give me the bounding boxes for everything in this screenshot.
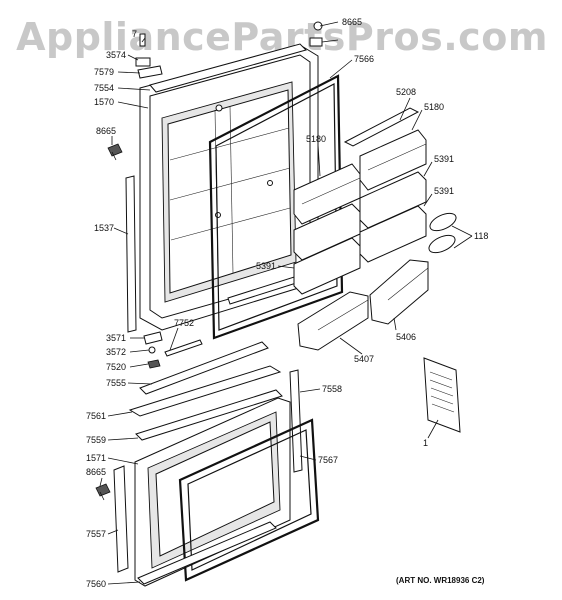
lower-door-gasket <box>178 418 320 582</box>
top-trim-7561 <box>128 365 282 417</box>
screw-8665-icon <box>95 483 111 497</box>
callout-label: 7752 <box>174 318 194 328</box>
callout-label: 1 <box>423 438 428 448</box>
callout-label: 8665 <box>86 467 106 477</box>
hinge-pin-7520-icon <box>147 359 161 369</box>
callout-label: 7566 <box>354 54 374 64</box>
hinge-plate-7752-icon <box>164 339 203 357</box>
callout-label: 5406 <box>396 332 416 342</box>
callout-label: 7558 <box>322 384 342 394</box>
callout-label: 5180 <box>424 102 444 112</box>
callout-label: 7554 <box>94 83 114 93</box>
screw-icon <box>139 33 146 47</box>
callout-label: 3571 <box>106 333 126 343</box>
screw-8665-icon <box>107 143 123 157</box>
trim-7559 <box>135 389 283 441</box>
callout-label: 1570 <box>94 97 114 107</box>
side-strip-7558 <box>289 369 303 473</box>
callout-label: 5208 <box>396 87 416 97</box>
shelf-rail-5208 <box>343 107 420 147</box>
screw-icon <box>313 21 323 31</box>
bushing-7579-icon <box>137 65 163 79</box>
callout-label: 7557 <box>86 529 106 539</box>
callout-label: 7561 <box>86 411 106 421</box>
callout-label: 7579 <box>94 67 114 77</box>
upper-door-top-cap <box>149 43 307 93</box>
lower-door-assembly <box>95 365 320 587</box>
callout-label: 8665 <box>342 17 362 27</box>
callout-label: 1537 <box>94 223 114 233</box>
upper-door-assembly <box>125 43 344 340</box>
lower-door-liner-face <box>155 421 275 557</box>
door-bin-5391-c <box>293 203 361 261</box>
liner-screw-icon <box>267 180 273 186</box>
top-hinge-hardware <box>107 21 323 161</box>
door-bins <box>293 107 457 351</box>
callout-label: 7567 <box>318 455 338 465</box>
upper-door-liner-face <box>167 89 292 294</box>
upper-door-gasket <box>208 74 344 340</box>
egg-tray-118-a <box>429 212 457 232</box>
callout-label: 3574 <box>106 50 126 60</box>
washer-3572-icon <box>148 346 156 354</box>
liner-screw-icon <box>215 212 221 218</box>
hinge-bracket-icon <box>309 37 323 47</box>
liner-screw-icon <box>215 104 223 112</box>
hinge-3571-icon <box>143 331 163 345</box>
callout-label: 8665 <box>96 126 116 136</box>
bottom-trim-7560 <box>137 521 277 585</box>
manual-booklet-icon <box>423 357 461 433</box>
callout-label: 7560 <box>86 579 106 589</box>
callout-label: 7555 <box>106 378 126 388</box>
callout-label: 7 <box>132 29 137 39</box>
hinge-pin-3574-icon <box>135 57 151 67</box>
callout-label: 7559 <box>86 435 106 445</box>
middle-hinge-hardware <box>139 331 269 395</box>
leader-lines <box>99 21 473 585</box>
owners-manual <box>423 357 461 433</box>
callout-label: 1571 <box>86 453 106 463</box>
callout-label: 7520 <box>106 362 126 372</box>
trim-strip-7555 <box>139 341 269 395</box>
door-bin-5391-d <box>293 237 361 295</box>
callout-labels: 7 8665 3574 7579 7554 1570 8665 1537 756… <box>86 17 488 589</box>
callout-label: 118 <box>474 231 488 241</box>
callout-label: 5391 <box>434 154 454 164</box>
egg-tray-118-b <box>428 234 456 254</box>
callout-label: 5407 <box>354 354 374 364</box>
callout-label: 5391 <box>434 186 454 196</box>
door-bin-5406 <box>369 259 429 325</box>
callout-label: 5180 <box>306 134 326 144</box>
art-number: (ART NO. WR18936 C2) <box>396 576 485 585</box>
callout-label: 5391 <box>256 261 276 271</box>
side-trim-7557 <box>113 465 129 573</box>
callout-label: 3572 <box>106 347 126 357</box>
side-trim-strip-1537 <box>125 175 137 333</box>
